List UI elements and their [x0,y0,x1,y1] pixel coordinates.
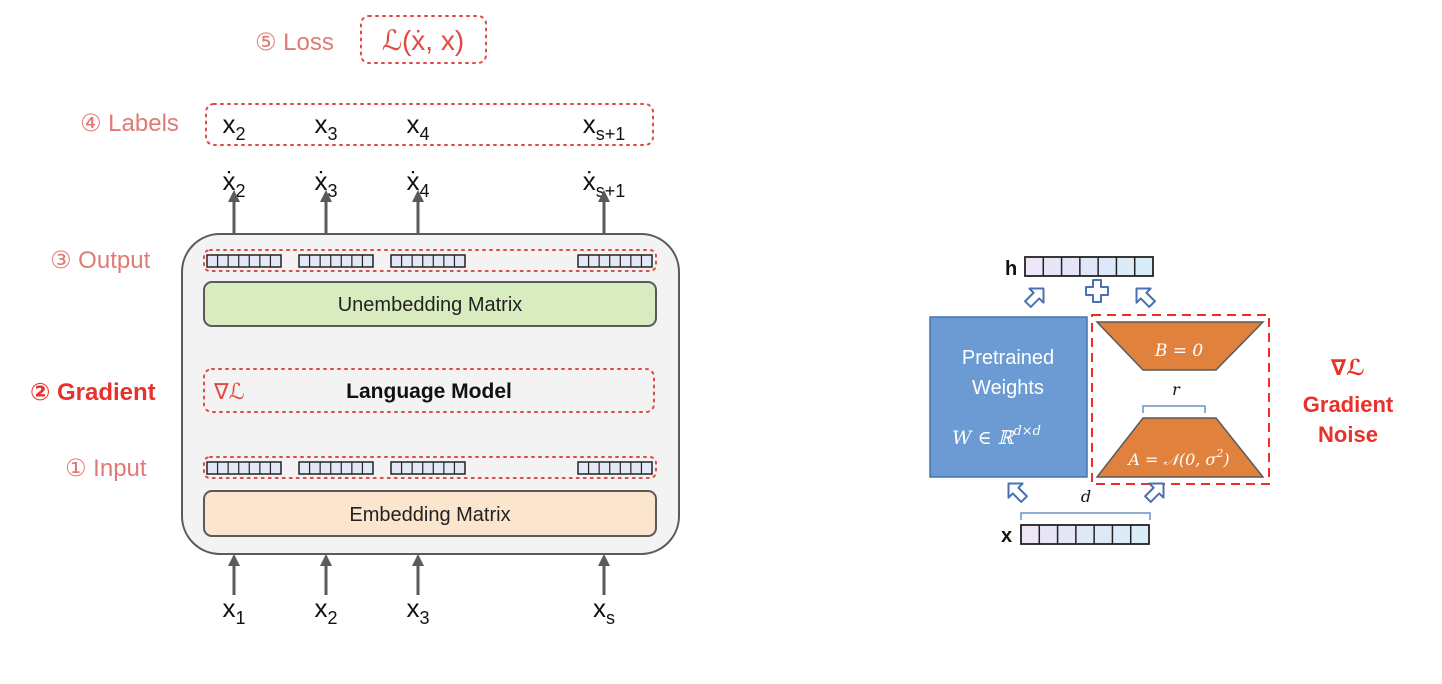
d-bracket [1020,512,1151,520]
embedding-label: Embedding Matrix [349,504,510,526]
hollow-arrow-input-right [1144,482,1165,503]
vector-cell [1075,525,1095,544]
loss-box [360,15,487,64]
vector-cell [1043,257,1062,276]
h-vector [1024,256,1154,277]
output-arrows [228,190,610,234]
vector-cell [1025,257,1044,276]
vector-cell [1021,525,1040,544]
pretrained-line2: Weights [972,377,1044,399]
noise-line2: Noise [1318,422,1378,447]
labels-box [205,103,654,146]
pretrained-weights-block [929,316,1088,478]
token-vector [298,254,374,268]
input-arrows [228,554,610,595]
d-label: d [1081,487,1091,506]
token-vector [577,254,653,268]
inputs-row: x1 x2 x3 xs [222,593,615,628]
weights-formula: W ∈ ℝd×d [952,424,1041,449]
label-token: x4 [406,109,429,144]
labels-row: x2 x3 x4 xs+1 [222,109,625,144]
vector-cell [1130,525,1149,544]
right-panel: h Pretrained Weights W ∈ ℝd×d B = 0 r A … [929,256,1394,547]
plus-icon [1085,279,1109,303]
vector-cell [1112,525,1131,544]
label-token: x3 [314,109,337,144]
hollow-arrow-up-left [1024,287,1045,308]
h-label: h [1005,258,1017,280]
language-model-label: Language Model [346,380,512,403]
r-label: r [1172,380,1181,399]
label-token: x2 [222,109,245,144]
noise-grad-symbol: ∇ℒ [1331,355,1365,380]
vector-cell [1039,525,1058,544]
loss-formula: ℒ(ẋ, x) [382,25,464,56]
token-vector [577,461,653,475]
x-vector [1020,524,1150,545]
labels-step-label: ④ Labels [80,110,179,137]
vector-cell [1057,525,1076,544]
token-vector [390,461,466,475]
input-token: xs [593,593,615,628]
vector-cell [1061,257,1080,276]
prediction-token: ẋ4 [406,166,429,201]
input-box [203,456,657,479]
input-token: x3 [406,593,429,628]
unembedding-label: Unembedding Matrix [338,294,523,316]
prediction-token: ẋ2 [222,166,245,201]
input-token: x2 [314,593,337,628]
token-vector [390,254,466,268]
output-vectors [206,254,653,268]
output-box [203,249,657,272]
hollow-arrow-up-right [1135,287,1156,308]
gradient-symbol: ∇ℒ [213,379,245,404]
hollow-arrow-input-left [1007,482,1028,503]
input-token: x1 [222,593,245,628]
a-formula: A = 𝒩(0, σ2) [1126,447,1229,469]
unembedding-matrix [203,281,657,327]
input-vectors [206,461,653,475]
prediction-token: ẋ3 [314,166,337,201]
gradient-step-label: ② Gradient [30,379,156,406]
token-vector [298,461,374,475]
b-matrix [1095,321,1265,371]
gradient-box [203,368,655,413]
loss-step-label: ⑤ Loss [255,29,334,56]
vector-cell [1079,257,1099,276]
vector-cell [1094,525,1113,544]
b-formula: B = 0 [1154,341,1204,361]
vector-cell [1116,257,1135,276]
vector-cell [1098,257,1117,276]
vector-cell [1134,257,1153,276]
pretrained-line1: Pretrained [962,347,1054,369]
r-bracket [1142,405,1206,413]
x-label: x [1001,525,1012,547]
noise-line1: Gradient [1303,392,1394,417]
output-step-label: ③ Output [50,247,151,274]
token-vector [206,461,282,475]
label-token: xs+1 [583,109,626,144]
prediction-token: ẋs+1 [583,166,626,201]
a-matrix [1095,417,1265,478]
embedding-matrix [203,490,657,537]
gradient-noise-region [1091,314,1270,485]
predictions-row: ẋ2 ẋ3 ẋ4 ẋs+1 [222,166,625,201]
input-step-label: ① Input [65,455,147,482]
token-vector [206,254,282,268]
